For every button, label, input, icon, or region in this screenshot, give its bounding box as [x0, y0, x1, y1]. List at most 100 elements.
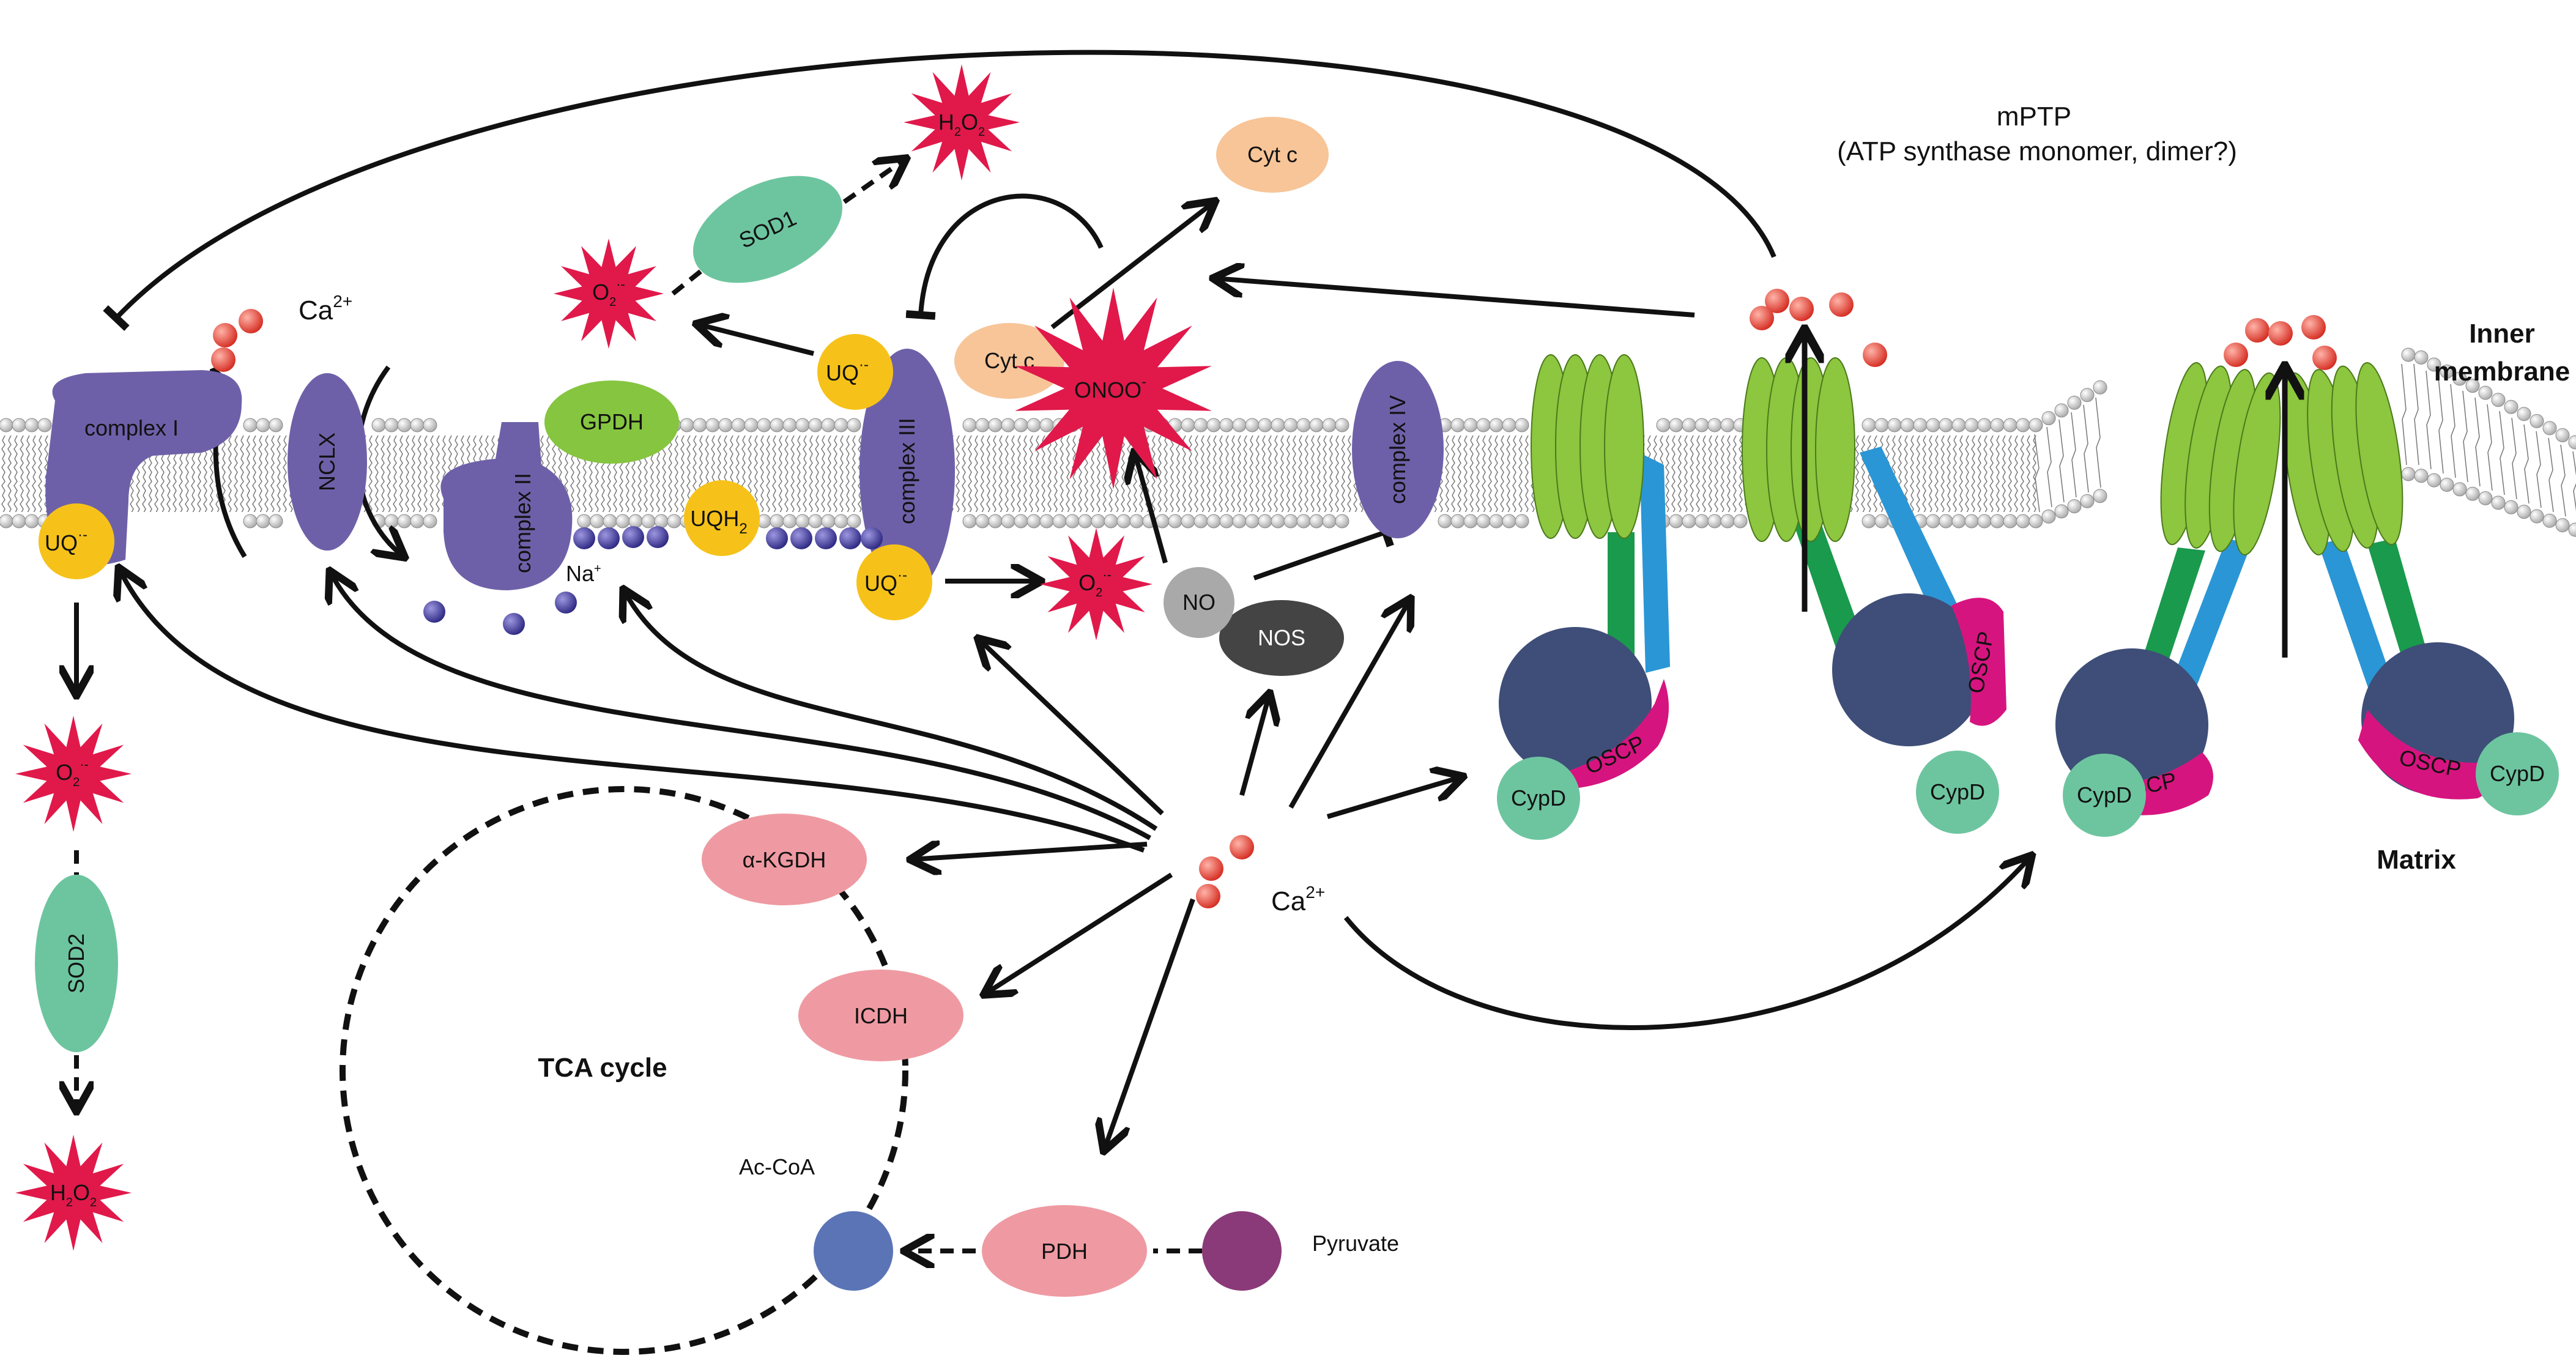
svg-text:UQ·-: UQ·- — [45, 527, 87, 555]
lipid-head — [1219, 514, 1234, 529]
lipid-head — [1258, 418, 1272, 432]
lipid-head — [577, 514, 592, 529]
cypd-label: CypD — [1930, 779, 1985, 804]
lipid-head — [2054, 504, 2069, 519]
uq-complex-i: UQ·- — [39, 503, 114, 579]
lipid-head — [1861, 418, 1876, 432]
lipid-head — [590, 514, 604, 529]
lipid-head — [1476, 514, 1491, 529]
arrow-to-onoo — [1135, 453, 1168, 564]
arrow-sod1-to-h2o2 — [842, 159, 905, 204]
atp-peripheral-stalk — [2166, 538, 2251, 703]
lipid-head — [1322, 514, 1337, 529]
gpdh-label: GPDH — [580, 409, 644, 434]
complex-iv-label: complex IV — [1385, 395, 1410, 504]
cypd — [1916, 751, 1999, 834]
line-no-inhibits-complex-iv — [1253, 517, 1394, 581]
lipid-head — [782, 418, 797, 432]
svg-text:ONOO-: ONOO- — [1074, 374, 1146, 403]
lipid-head — [1258, 514, 1272, 529]
lipid-head — [1181, 514, 1195, 529]
lipid-head — [1168, 514, 1182, 529]
sodium-ions — [423, 526, 883, 635]
lipid-head — [1874, 418, 1889, 432]
lipid-head — [1271, 514, 1285, 529]
uqh2: UQH2 — [684, 480, 760, 556]
lipid-head — [1014, 418, 1028, 432]
lipid-head — [2452, 371, 2467, 386]
lipid-head — [1078, 514, 1093, 529]
lipid-head — [834, 514, 848, 529]
arrow-ca-to-nos — [1239, 694, 1269, 796]
lipid-head — [1296, 418, 1311, 432]
atp-peripheral-stalk — [2318, 538, 2398, 703]
lipid-head — [2568, 435, 2576, 450]
arrow-ca-to-nclx — [330, 572, 1151, 840]
ions-layer — [211, 289, 2337, 908]
lipid-head — [1001, 418, 1015, 432]
lipid-head — [37, 418, 52, 432]
lipid-head — [821, 418, 836, 432]
lipid-head — [423, 418, 437, 432]
lipid-head — [2504, 500, 2518, 514]
lipid-head — [744, 418, 759, 432]
lipid-head — [2003, 418, 2017, 432]
cypd — [2476, 732, 2559, 815]
lipid-head — [975, 418, 990, 432]
lipid-head — [12, 418, 26, 432]
atp-peripheral-stalk — [1639, 453, 1670, 673]
lipid-head — [795, 514, 810, 529]
nclx — [288, 373, 367, 551]
lipid-head — [2041, 509, 2056, 524]
lipid-head — [2440, 365, 2454, 379]
mptp-subtitle: (ATP synthase monomer, dimer?) — [1837, 136, 2237, 166]
lipid-head — [2440, 478, 2454, 492]
lipid-head — [12, 514, 26, 529]
lipid-head — [2067, 395, 2082, 410]
lipid-head — [2029, 514, 2043, 529]
lipid-head — [1450, 418, 1465, 432]
lipid-head — [0, 418, 13, 432]
lipid-head — [962, 418, 977, 432]
lipid-head — [1900, 418, 1915, 432]
arrow-mptp-to-cytc — [1214, 278, 1695, 317]
lipid-head — [2568, 522, 2576, 537]
lipid-head — [2542, 421, 2557, 436]
lipid-head — [1939, 418, 1953, 432]
lipid-head — [2530, 414, 2544, 428]
lipid-head — [1219, 418, 1234, 432]
matrix-label: Matrix — [2377, 845, 2456, 875]
arrows-layer — [76, 50, 2031, 1251]
lipid-head — [1913, 418, 1928, 432]
cypd-label: CypD — [2077, 782, 2132, 807]
lipid-head — [2080, 388, 2095, 403]
lipid-head — [1990, 514, 2005, 529]
lipid-head — [1707, 418, 1722, 432]
arrow-ca-to-pdh — [1104, 898, 1195, 1150]
arc-cytc-inhibit-complex-iii — [905, 193, 1104, 320]
lipid-head — [1232, 514, 1247, 529]
ca-center-label: Ca2+ — [1271, 883, 1325, 916]
lipid-head — [1463, 418, 1478, 432]
lipid-head — [988, 514, 1003, 529]
lipid-head — [1887, 418, 1902, 432]
lipid-head — [371, 418, 386, 432]
mptp-title: mPTP — [1997, 102, 2071, 132]
inner-membrane-label-line2: membrane — [2434, 357, 2570, 387]
lipid-head — [705, 418, 720, 432]
lipid-head — [1181, 418, 1195, 432]
svg-text:H2O2: H2O2 — [938, 109, 985, 139]
lipid-head — [2080, 494, 2095, 508]
lipid-head — [770, 514, 784, 529]
lipid-head — [2555, 428, 2570, 442]
lipid-head — [243, 514, 258, 529]
na-label: Na+ — [566, 561, 601, 586]
arrow-ca-to-atp-dimer — [1343, 856, 2031, 1030]
lipid-head — [1964, 514, 1979, 529]
lipid-head — [1104, 514, 1118, 529]
lipid-head — [654, 514, 669, 529]
lipid-head — [2491, 495, 2506, 510]
cypd — [2063, 754, 2146, 837]
arrow-ca-to-complex-iv — [1288, 599, 1410, 809]
